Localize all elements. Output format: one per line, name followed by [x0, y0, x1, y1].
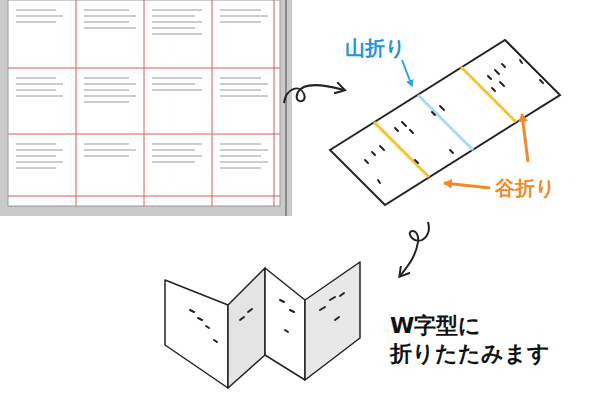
- curly-arrow: [400, 222, 429, 276]
- mountain-fold-label: 山折り: [345, 36, 445, 61]
- curly-arrow: [284, 85, 344, 103]
- document-screenshot: [0, 0, 292, 216]
- valley-arrow: [444, 183, 490, 188]
- valley-arrow: [522, 114, 528, 162]
- w-folded-paper: [165, 262, 360, 388]
- instruction-text: W字型に 折りたたみます: [390, 312, 590, 367]
- valley-fold-label: 谷折り: [495, 176, 595, 201]
- mountain-arrow: [402, 60, 412, 86]
